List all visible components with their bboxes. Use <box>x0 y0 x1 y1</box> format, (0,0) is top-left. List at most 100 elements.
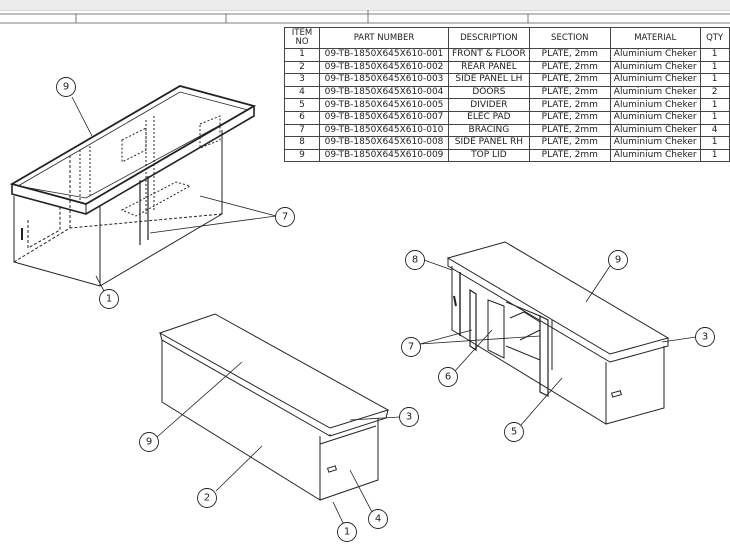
cell-item-no: 3 <box>284 73 320 87</box>
cell-section: PLATE, 2mm <box>528 148 611 163</box>
cell-section: PLATE, 2mm <box>528 98 611 112</box>
cell-description: ELEC PAD <box>448 110 530 125</box>
balloon-v2-door: 4 <box>368 509 388 529</box>
balloon-v2-lid: 9 <box>139 432 159 452</box>
svg-text:4: 4 <box>375 514 381 525</box>
svg-text:1: 1 <box>106 294 112 305</box>
svg-text:7: 7 <box>282 212 288 223</box>
balloon-v1-floor: 1 <box>99 289 119 309</box>
svg-text:7: 7 <box>408 342 414 353</box>
cell-qty: 1 <box>699 73 730 87</box>
balloon-v3-bracing: 7 <box>401 337 421 357</box>
cell-description: DOORS <box>448 85 530 100</box>
cell-description: FRONT & FLOOR <box>448 48 530 62</box>
cell-qty: 1 <box>699 48 730 62</box>
bill-of-materials-table: ITEM NO PART NUMBER DESCRIPTION SECTION … <box>284 27 730 163</box>
balloon-v2-rear: 2 <box>197 488 217 508</box>
svg-text:3: 3 <box>406 412 412 423</box>
balloon-v2-side: 3 <box>399 407 419 427</box>
balloon-v3-lid: 9 <box>608 250 628 270</box>
cell-section: PLATE, 2mm <box>528 136 611 150</box>
balloon-v3-divider: 5 <box>504 422 524 442</box>
cell-section: PLATE, 2mm <box>528 123 611 138</box>
cell-item-no: 2 <box>284 60 320 75</box>
balloon-v3-elec: 6 <box>438 367 458 387</box>
cell-qty: 2 <box>699 85 730 100</box>
window-top-bar <box>0 0 730 11</box>
cell-item-no: 9 <box>284 148 320 163</box>
balloon-v3-side: 3 <box>695 327 715 347</box>
cell-part-number: 09-TB-1850X645X610-008 <box>319 136 449 150</box>
balloon-v1-bracing: 7 <box>275 207 295 227</box>
cell-description: TOP LID <box>448 148 530 163</box>
cell-qty: 4 <box>699 123 730 138</box>
cell-item-no: 1 <box>284 48 320 62</box>
cell-description: SIDE PANEL LH <box>448 73 530 87</box>
cell-material: Aluminium Cheker <box>609 123 701 138</box>
cell-material: Aluminium Cheker <box>609 98 701 112</box>
cell-part-number: 09-TB-1850X645X610-009 <box>319 148 449 163</box>
cell-part-number: 09-TB-1850X645X610-003 <box>319 73 449 87</box>
title-block-lines <box>0 10 730 24</box>
cell-part-number: 09-TB-1850X645X610-007 <box>319 110 449 125</box>
cell-qty: 1 <box>699 110 730 125</box>
cell-part-number: 09-TB-1850X645X610-004 <box>319 85 449 100</box>
cell-item-no: 5 <box>284 98 320 112</box>
col-item-no: ITEM NO <box>284 27 320 49</box>
cell-section: PLATE, 2mm <box>528 110 611 125</box>
svg-text:5: 5 <box>511 427 517 438</box>
cell-material: Aluminium Cheker <box>609 136 701 150</box>
cell-material: Aluminium Cheker <box>609 73 701 87</box>
cell-description: DIVIDER <box>448 98 530 112</box>
svg-text:8: 8 <box>412 255 418 266</box>
cell-part-number: 09-TB-1850X645X610-005 <box>319 98 449 112</box>
svg-text:3: 3 <box>702 332 708 343</box>
cell-material: Aluminium Cheker <box>609 60 701 75</box>
cell-section: PLATE, 2mm <box>528 85 611 100</box>
cell-description: REAR PANEL <box>448 60 530 75</box>
cell-qty: 1 <box>699 98 730 112</box>
cell-qty: 1 <box>699 60 730 75</box>
svg-text:9: 9 <box>615 255 621 266</box>
cell-section: PLATE, 2mm <box>528 48 611 62</box>
cell-part-number: 09-TB-1850X645X610-002 <box>319 60 449 75</box>
balloon-v1-lid: 9 <box>56 77 76 97</box>
cell-item-no: 6 <box>284 110 320 125</box>
cell-qty: 1 <box>699 136 730 150</box>
view-2-closed-box <box>158 313 390 501</box>
col-part-number: PART NUMBER <box>319 27 449 49</box>
cell-item-no: 7 <box>284 123 320 138</box>
cell-description: SIDE PANEL RH <box>448 136 530 150</box>
leader-lines <box>71 96 697 526</box>
cell-material: Aluminium Cheker <box>609 148 701 163</box>
bom-header-row: ITEM NO PART NUMBER DESCRIPTION SECTION … <box>284 27 730 49</box>
col-section: SECTION <box>528 27 611 49</box>
svg-text:9: 9 <box>63 82 69 93</box>
cell-material: Aluminium Cheker <box>609 48 701 62</box>
cell-qty: 1 <box>699 148 730 163</box>
cell-part-number: 09-TB-1850X645X610-001 <box>319 48 449 62</box>
view-3-cutaway-box <box>446 241 670 425</box>
cell-item-no: 8 <box>284 136 320 150</box>
col-qty: QTY <box>699 27 730 49</box>
cell-section: PLATE, 2mm <box>528 73 611 87</box>
view-1-transparent-box <box>9 85 257 287</box>
balloons: 9 7 1 9 3 2 4 1 8 9 3 7 6 5 <box>56 77 715 542</box>
svg-text:9: 9 <box>146 437 152 448</box>
balloon-v2-floor: 1 <box>337 522 357 542</box>
cell-item-no: 4 <box>284 85 320 100</box>
cell-description: BRACING <box>448 123 530 138</box>
cell-part-number: 09-TB-1850X645X610-010 <box>319 123 449 138</box>
balloon-v3-siderh: 8 <box>405 250 425 270</box>
col-material: MATERIAL <box>609 27 701 49</box>
svg-text:2: 2 <box>204 493 210 504</box>
svg-text:6: 6 <box>445 372 451 383</box>
